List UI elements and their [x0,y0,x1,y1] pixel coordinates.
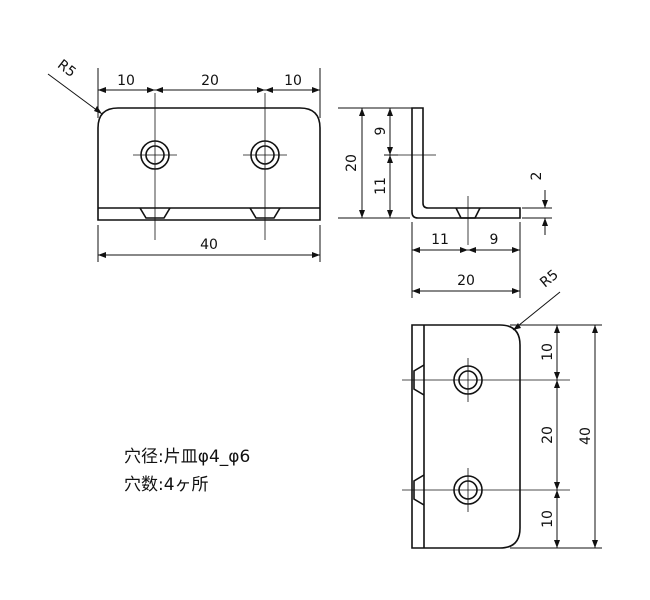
front-dim-mid: 20 [201,73,219,89]
front-radius-label: R5 [54,57,79,81]
plan-dim-top: 10 [540,343,556,361]
plan-dim-mid: 20 [540,426,556,444]
front-dim-right: 10 [284,73,302,89]
plan-dim-bottom: 10 [540,510,556,528]
plan-outline [411,324,521,549]
side-dim-base-left: 11 [431,232,449,248]
side-dim-thickness: 2 [529,172,545,181]
side-countersink [455,207,481,219]
plan-hole-top [402,358,570,402]
side-view: 20 9 11 2 11 9 20 [338,107,552,298]
front-hole-left [133,93,177,240]
side-dim-lower: 11 [373,177,389,195]
front-outline [97,107,321,221]
front-view: 10 20 10 40 R5 [47,57,321,262]
plan-dim-total: 40 [578,427,594,445]
side-outline [411,107,521,219]
side-dim-height: 20 [344,154,360,172]
plan-hole-bottom [402,468,570,512]
side-dim-base-total: 20 [457,273,475,289]
side-dim-base-right: 9 [490,232,499,248]
plan-radius-label: R5 [537,267,562,291]
front-dim-left: 10 [117,73,135,89]
spec-notes: 穴径:片皿φ4_φ6 穴数:4ヶ所 [124,447,250,495]
plan-view: 10 20 10 40 R5 [402,267,602,549]
side-dim-upper: 9 [373,127,389,136]
hole-diameter-note: 穴径:片皿φ4_φ6 [124,447,250,467]
front-dim-total: 40 [200,237,218,253]
front-hole-right [243,93,287,240]
hole-count-note: 穴数:4ヶ所 [124,475,209,495]
